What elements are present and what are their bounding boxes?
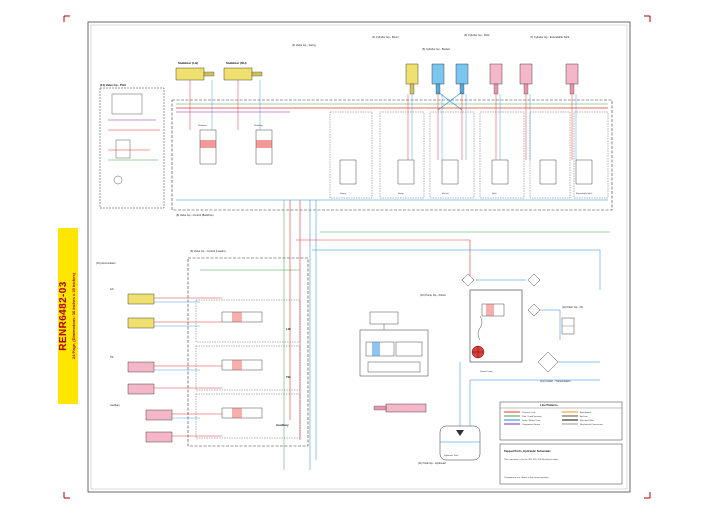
sheet-inner-frame [90,24,628,490]
block-label: Swing [340,193,347,195]
svg-text:Mechanical Connection: Mechanical Connection [580,423,604,426]
svg-text:Electrical Wire: Electrical Wire [580,419,595,422]
loader-cylinders [127,293,173,443]
label-cooler: (13) Cooler - Transmission [540,379,571,383]
corner-mark [644,492,651,499]
block-label: Stabilizer [254,124,263,127]
pump-label: Piston Pump [480,370,493,373]
loader-spools [221,311,263,419]
cyl-label: Tilt [110,355,114,359]
corner-mark [63,15,70,22]
label-accumulator: (15) Accumulator [96,261,116,265]
block-label: Extendable Stick [576,192,593,195]
legend-box [499,401,623,441]
title-block-heading: Tapped Ports, Hydraulic Schematic [504,449,551,453]
pilot-lift: Lift [286,327,291,331]
block-label: Boom [398,193,404,195]
svg-text:Pilot / Load Sensing: Pilot / Load Sensing [522,415,542,418]
cyl-label: Lift [110,287,114,291]
label-stabilizer-lh: Stabilizer (LH) [178,61,198,65]
page-note: 24 Page, (Dimensions: 36 inches x 25 inc… [71,272,76,360]
label-control-loader: (9) Valve Gp - Control (Loader) [190,249,226,253]
svg-text:Drain / Return Line: Drain / Return Line [522,419,541,422]
label-valve-box: (14) Valve Gp - Pilot [100,83,126,87]
document-tab: RENR6482-03 24 Page, (Dimensions: 36 inc… [58,228,78,404]
tank-label: Hydraulic Tank [444,454,459,457]
cyl-label: Auxiliary [110,403,121,407]
pump-group-box [359,329,429,377]
svg-text:Attachment: Attachment [580,411,591,414]
corner-mark [644,15,651,22]
pilot-tilt: Tilt [286,375,290,379]
svg-text:Pressure Line: Pressure Line [522,411,536,414]
title-block-note: This schematic is for the 416, 420, 430 … [504,458,558,461]
valve-stacks [199,129,593,185]
title-block-box [499,443,623,485]
block-label: Stick [492,192,498,195]
loader-valve-box [187,257,309,447]
label-filter: (12) Filter Gp - Oil [562,305,583,309]
title-block-footer: Components are shown in the neutral posi… [504,476,549,479]
svg-text:Air Line: Air Line [580,415,588,418]
label-swing: (3) Valve Gp - Swing [292,43,316,47]
legend-title: Line Patterns [540,403,558,407]
label-bucket: (5) Cylinder Gp - Bucket [422,47,450,51]
legend-items: Pressure Line Pilot / Load Sensing Drain… [504,411,604,426]
label-stabilizer-rh: Stabilizer (RH) [226,61,247,65]
piston-pump-box [469,289,523,363]
label-pump: (10) Pump Gp - Piston [420,293,446,297]
label-ext-stick: (7) Cylinder Gp - Extendable Stick [530,35,570,39]
label-stick: (6) Cylinder Gp - Stick [464,33,490,37]
corner-mark [63,492,70,499]
label-tank: (11) Tank Gp - Hydraulic [418,461,447,465]
left-valve-box [99,87,165,209]
pilot-aux: Auxiliary [276,423,289,427]
svg-text:Component Group: Component Group [522,423,541,426]
block-label: Stabilizer [198,124,207,127]
label-boom: (4) Cylinder Gp - Boom [372,35,399,39]
backhoe-control-valve-box [171,99,613,211]
stabilizer-cylinders [175,67,263,81]
label-control-backhoe: (8) Valve Gp - Control (Backhoe) [176,213,214,217]
block-label: Bucket [442,192,449,195]
